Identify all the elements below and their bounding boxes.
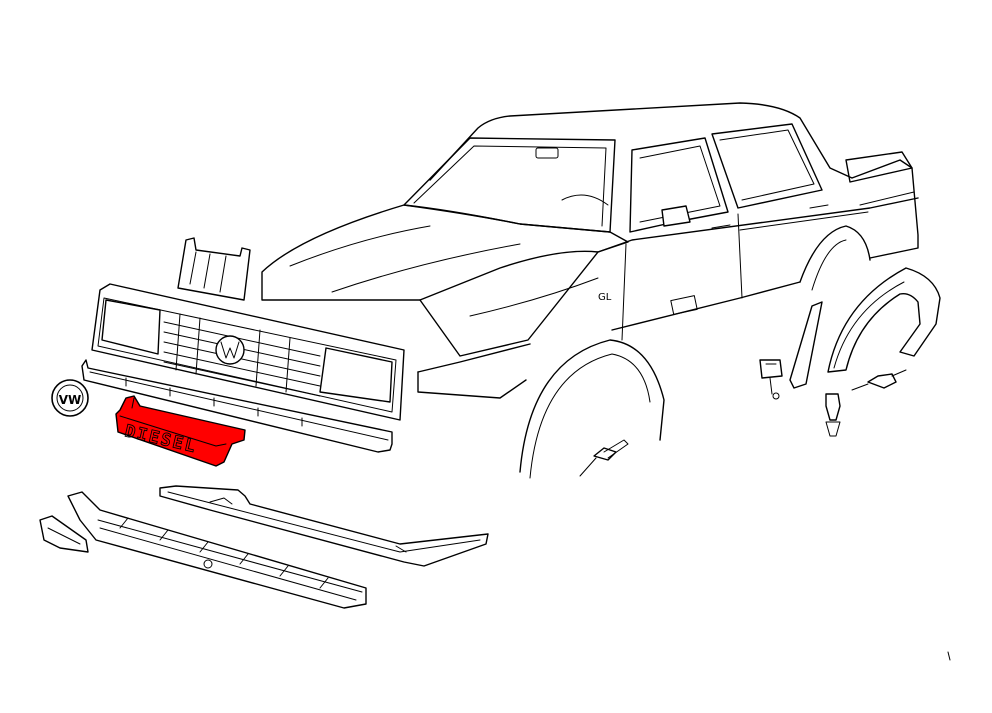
- car-body: GL: [261, 102, 919, 479]
- diesel-badge[interactable]: DIESEL: [115, 395, 246, 467]
- lower-valance: [67, 491, 367, 609]
- vw-emblem[interactable]: VW: [51, 379, 89, 417]
- grille-emblem-icon: [215, 335, 245, 365]
- diesel-badge-bracket: [115, 395, 246, 467]
- crop-mark: [947, 651, 951, 661]
- vw-emblem-text: VW: [59, 393, 82, 407]
- lower-bracket: [39, 515, 89, 553]
- grille-bracket: [177, 237, 251, 301]
- screw-icon: [851, 369, 907, 391]
- model-badge-text: GL: [598, 292, 612, 303]
- bumper-strip: [81, 359, 393, 453]
- screw-icon: [579, 439, 629, 477]
- wheel-arch-liner: [789, 267, 941, 389]
- fasteners: [579, 359, 907, 477]
- clip-icon: [759, 359, 783, 400]
- front-spoiler: [159, 485, 489, 567]
- grille-assembly: [91, 283, 405, 421]
- clip-icon: [825, 393, 841, 437]
